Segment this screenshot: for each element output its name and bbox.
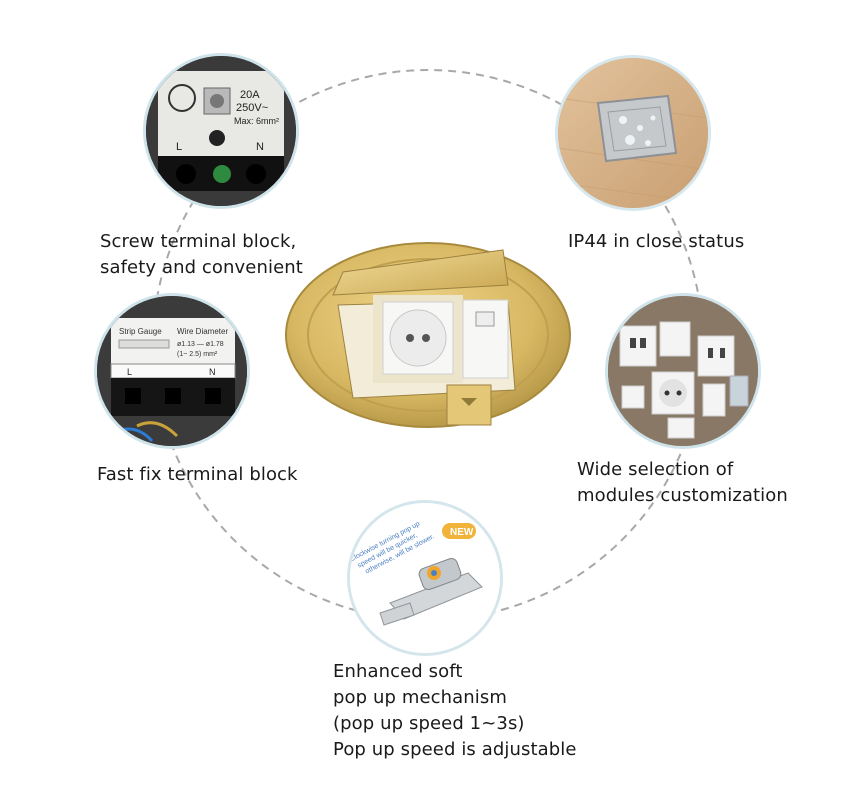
- rating-label: 20A: [240, 89, 260, 101]
- screw-terminal-caption: Screw terminal block, safety and conveni…: [100, 229, 303, 281]
- popup-caption-line-3: (pop up speed 1~3s): [333, 713, 525, 734]
- popup-caption-line-2: pop up mechanism: [333, 687, 508, 708]
- wire-diameter-label: Wire Diameter: [177, 327, 228, 336]
- wire-range-label: ø1.13 — ø1.78: [177, 341, 224, 348]
- ip44-image: [555, 55, 711, 211]
- modules-image: [605, 293, 761, 449]
- modules-caption: Wide selection of modules customization: [577, 457, 788, 509]
- fast-fix-caption-line-1: Fast fix terminal block: [97, 464, 298, 485]
- new-badge-label: NEW: [450, 527, 474, 538]
- fast-fix-image: Strip Gauge Wire Diameter ø1.13 — ø1.78 …: [94, 293, 250, 449]
- modules-caption-line-1: Wide selection of: [577, 459, 734, 480]
- screw-terminal-caption-line-2: safety and convenient: [100, 257, 303, 278]
- neutral-label: N: [256, 141, 264, 153]
- popup-caption-line-1: Enhanced soft: [333, 661, 463, 682]
- strip-gauge-label: Strip Gauge: [119, 327, 162, 336]
- popup-mechanism-image: Clockwise turning pop up speed will be q…: [347, 500, 503, 656]
- fast-fix-caption: Fast fix terminal block: [97, 462, 298, 488]
- live-label: L: [176, 141, 182, 153]
- popup-caption-line-4: Pop up speed is adjustable: [333, 739, 577, 760]
- ip44-caption: IP44 in close status: [568, 229, 744, 255]
- max-size-label: Max: 6mm²: [234, 116, 279, 126]
- new-badge: [442, 523, 476, 539]
- ip44-caption-line-1: IP44 in close status: [568, 231, 745, 252]
- wire-mm-label: (1~ 2.5) mm²: [177, 351, 218, 358]
- modules-caption-line-2: modules customization: [577, 485, 788, 506]
- fastfix-neutral-label: N: [209, 367, 216, 377]
- screw-terminal-image: 20A 250V~ Max: 6mm² L N: [143, 53, 299, 209]
- fastfix-live-label: L: [127, 367, 132, 377]
- screw-terminal-caption-line-1: Screw terminal block,: [100, 231, 297, 252]
- floor-socket-product: [285, 242, 571, 428]
- voltage-label: 250V~: [236, 102, 268, 114]
- popup-caption: Enhanced soft pop up mechanism (pop up s…: [333, 659, 577, 763]
